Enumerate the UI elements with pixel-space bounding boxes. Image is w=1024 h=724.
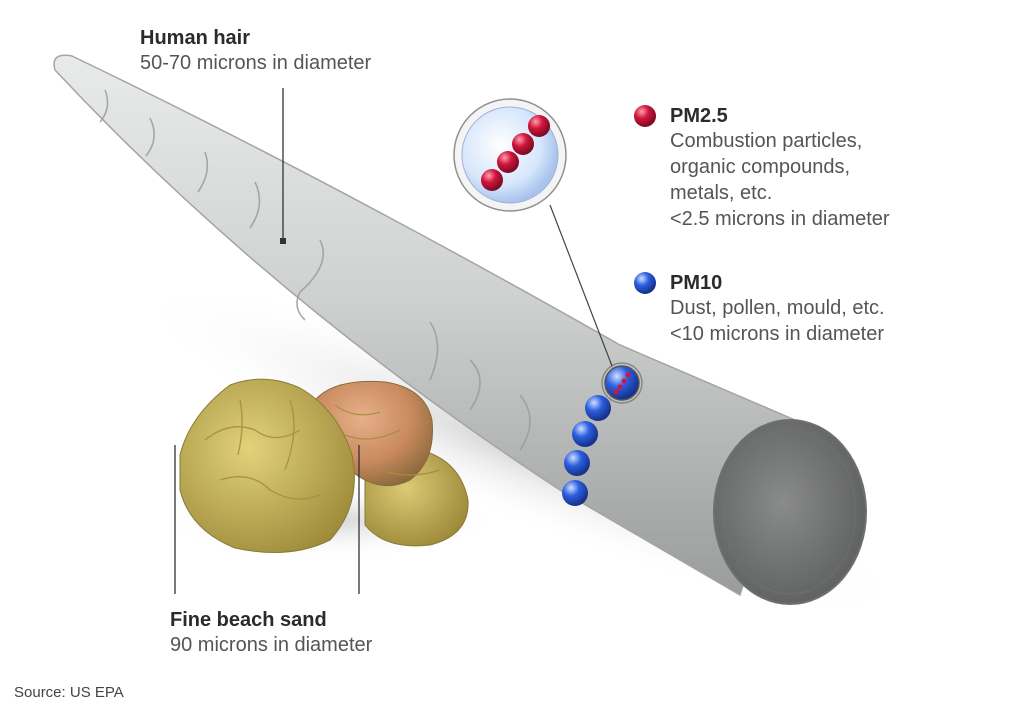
pm25-particle (497, 151, 519, 173)
hair-label: Human hair 50-70 microns in diameter (140, 26, 371, 76)
sand-grain-large (179, 378, 355, 553)
fine-beach-sand (179, 378, 469, 553)
pm10-particle (562, 480, 588, 506)
pm25-label: PM2.5 Combustion particles, organic comp… (670, 104, 890, 232)
pm10-title: PM10 (670, 272, 723, 294)
pm25-particle (481, 169, 503, 191)
pm25-description-line: metals, etc. (670, 182, 773, 204)
pm10-particle (572, 421, 598, 447)
human-hair (53, 54, 867, 605)
sand-label: Fine beach sand 90 microns in diameter (170, 608, 372, 658)
pm10-particle (564, 450, 590, 476)
pm10-particle (585, 395, 611, 421)
pm25-particle (528, 115, 550, 137)
pm25-small-circle (601, 362, 643, 404)
hair-title: Human hair (140, 27, 251, 49)
pm10-label: PM10 Dust, pollen, mould, etc. <10 micro… (670, 271, 885, 347)
pm25-description-line: organic compounds, (670, 156, 851, 178)
pm10-legend-bullet (634, 272, 656, 294)
pm10-description-line: Dust, pollen, mould, etc. (670, 297, 885, 319)
source-credit: Source: US EPA (14, 684, 124, 701)
hair-subtitle: 50-70 microns in diameter (140, 52, 372, 74)
hair-cross-section (713, 419, 867, 605)
sand-subtitle: 90 microns in diameter (170, 634, 373, 656)
pm25-legend-bullet (634, 105, 656, 127)
pm25-particle (512, 133, 534, 155)
zoom-connector-line (549, 204, 613, 367)
hair-leader-marker (280, 238, 286, 244)
pm10-particle-chain (562, 395, 611, 506)
pm10-size-line: <10 microns in diameter (670, 323, 884, 345)
pm25-zoom-bubble (453, 98, 567, 212)
sand-title: Fine beach sand (170, 609, 327, 631)
pm25-title: PM2.5 (670, 105, 728, 127)
pm25-size-line: <2.5 microns in diameter (670, 208, 890, 230)
pm25-description-line: Combustion particles, (670, 130, 863, 152)
